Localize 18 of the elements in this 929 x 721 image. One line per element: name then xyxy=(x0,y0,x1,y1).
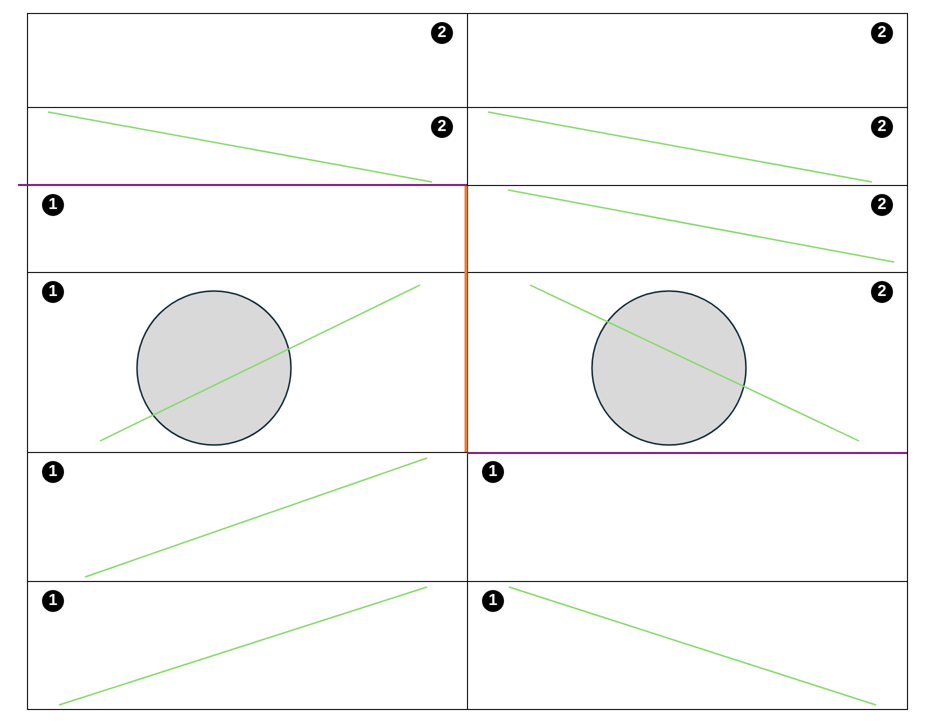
number-badge: 1 xyxy=(42,590,64,612)
grid-cell xyxy=(467,13,908,108)
circle-shape xyxy=(136,290,292,446)
circle-shape xyxy=(591,290,747,446)
number-badge: 2 xyxy=(871,281,893,303)
number-badge: 1 xyxy=(42,281,64,303)
number-badge: 2 xyxy=(871,194,893,216)
number-badge: 1 xyxy=(482,461,504,483)
grid-cell xyxy=(27,13,468,108)
number-badge: 1 xyxy=(42,461,64,483)
grid-cell xyxy=(27,581,468,710)
number-badge: 2 xyxy=(871,22,893,44)
number-badge: 2 xyxy=(871,116,893,138)
number-badge: 2 xyxy=(431,22,453,44)
number-badge: 1 xyxy=(482,590,504,612)
number-badge: 1 xyxy=(42,194,64,216)
grid-cell xyxy=(467,581,908,710)
number-badge: 2 xyxy=(431,116,453,138)
